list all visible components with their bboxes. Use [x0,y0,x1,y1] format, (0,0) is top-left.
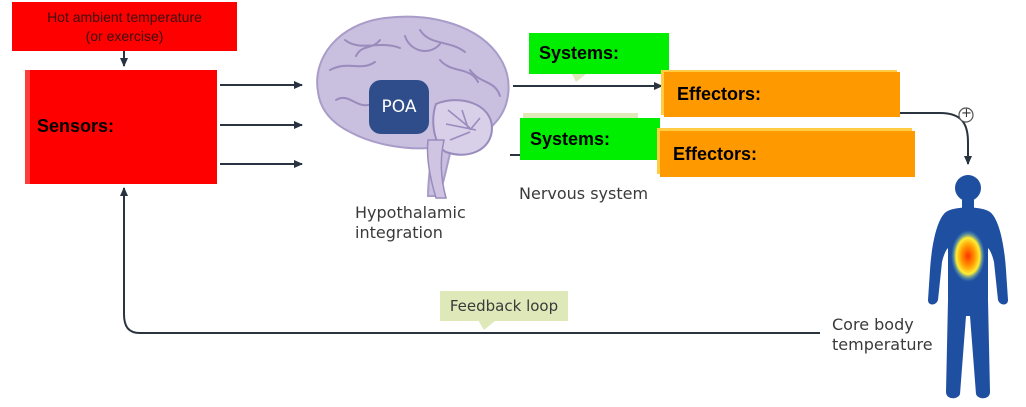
hypothalamic-caption-line-2: integration [355,223,443,242]
systems-box-1: Systems: [529,33,669,74]
hypothalamic-caption-line-1: Hypothalamic [355,203,466,222]
hypothalamic-caption: Hypothalamic integration [355,203,466,243]
poa-label: POA [369,80,429,134]
plus-circle [958,107,974,123]
stimulus-line-1: Hot ambient temperature [47,8,202,25]
sensors-label: Sensors: [37,116,115,136]
effectors-box-1: Effectors: [664,72,900,117]
feedback-loop-arrow [120,187,820,334]
systems-label-2: Systems: [530,128,611,149]
nervous-system-label: Nervous system [519,184,649,203]
plus-sign: + [961,106,972,121]
core-temp-line-1: Core body [832,315,914,334]
feedback-loop-tag: Feedback loop [440,291,568,321]
feedback-tail [478,320,496,330]
effectors-label-1: Effectors: [677,84,762,104]
systems-box-2: Systems: [520,118,660,160]
systems-shadow [523,113,638,121]
human-body-figure [928,175,1008,399]
effectors-label-2: Effectors: [673,143,758,164]
core-temp-label: Core body temperature [832,315,933,355]
stimulus-line-2: (or exercise) [85,27,164,44]
systems-tail [572,74,586,82]
systems-label-1: Systems: [539,43,620,63]
stimulus-box: Hot ambient temperature (or exercise) [12,2,237,51]
effectors-box-2: Effectors: [660,131,915,177]
core-temp-line-2: temperature [832,335,933,354]
sensors-box [25,70,217,184]
